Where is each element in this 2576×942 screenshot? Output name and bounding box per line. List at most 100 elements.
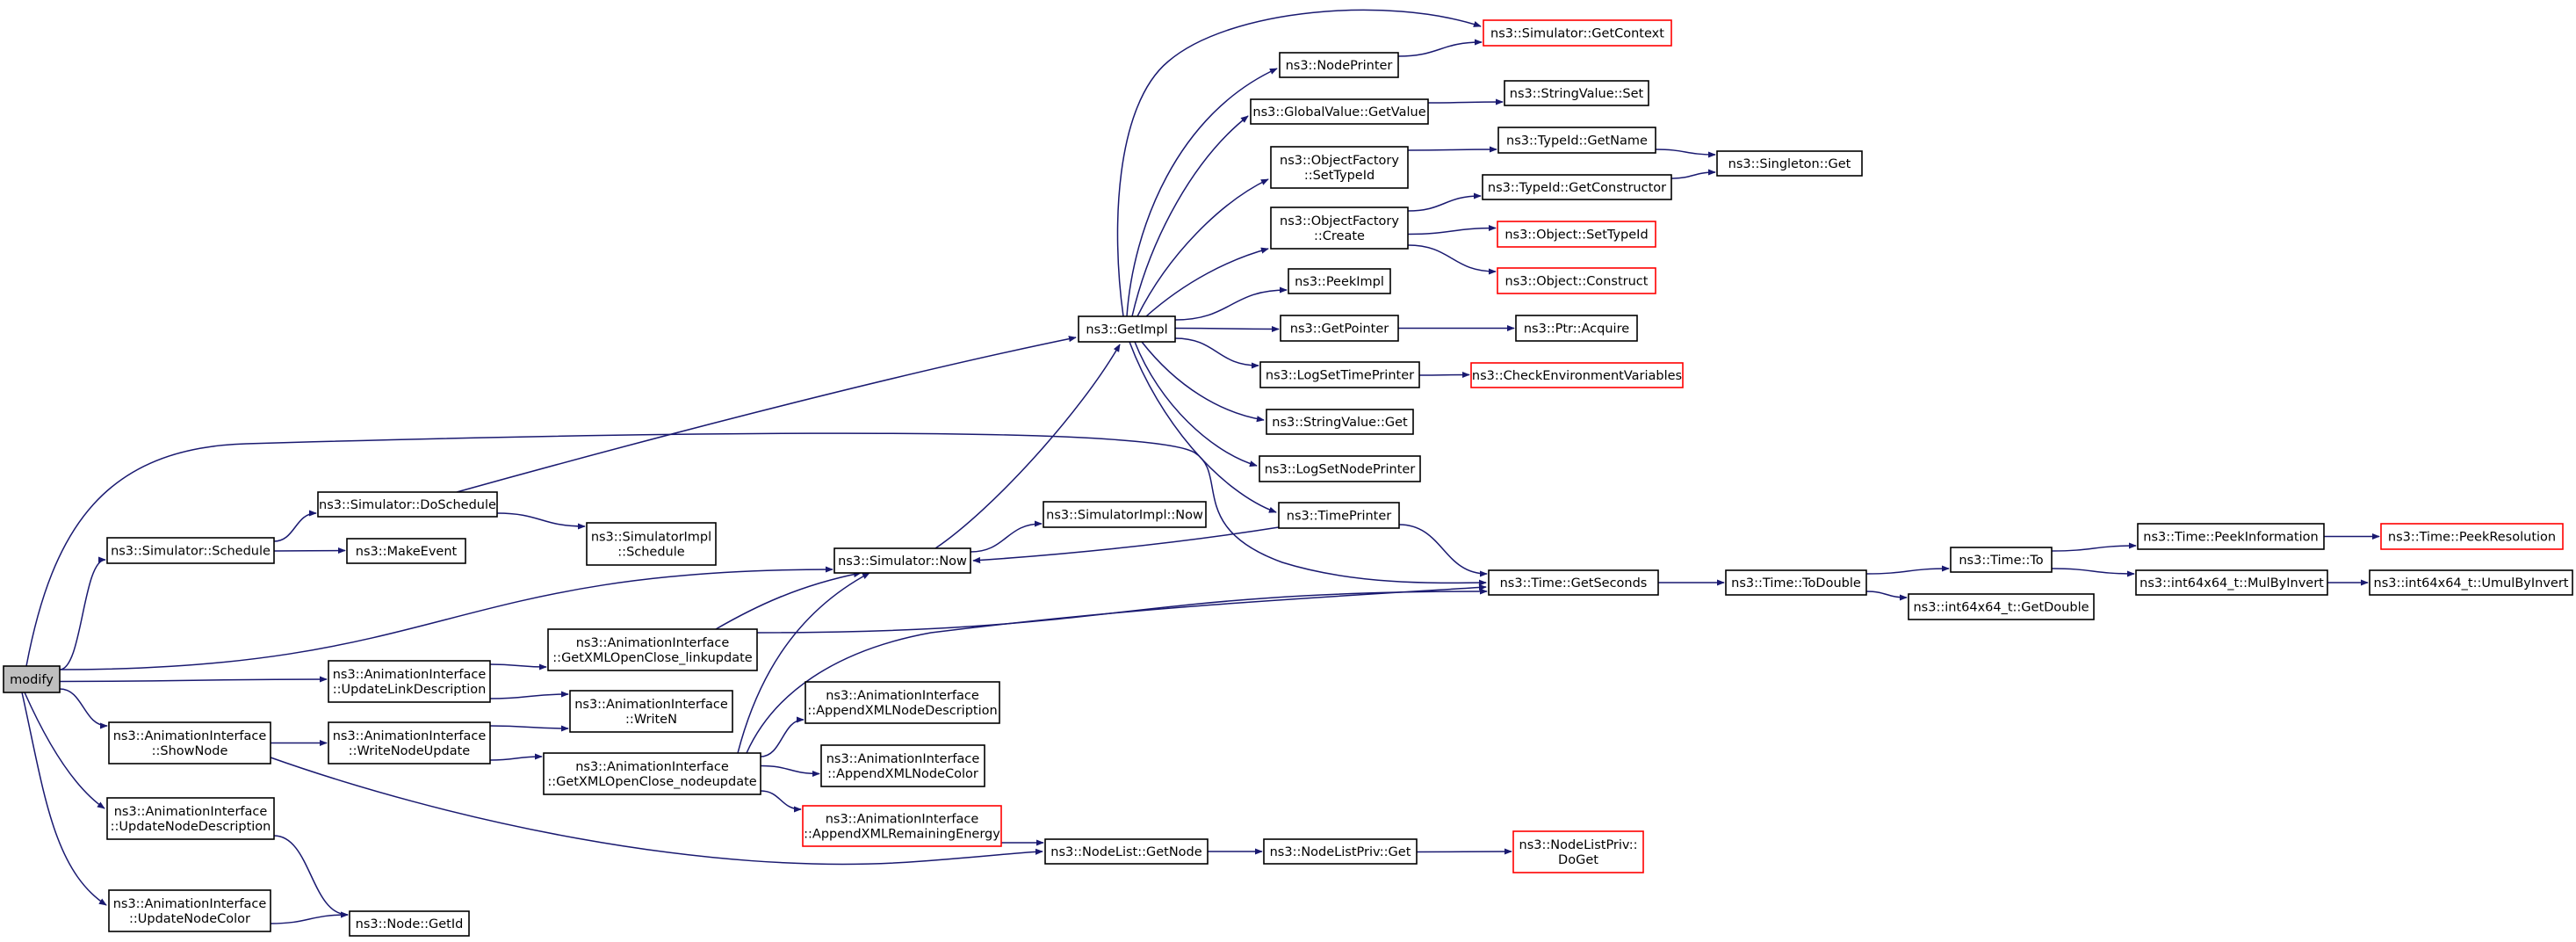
- node-time_todouble[interactable]: ns3::Time::ToDouble: [1725, 569, 1867, 596]
- node-ai_getxml_nodeupdate[interactable]: ns3::AnimationInterface::GetXMLOpenClose…: [543, 752, 761, 795]
- node-peekimpl[interactable]: ns3::PeekImpl: [1288, 268, 1391, 294]
- edge-modify-to-sim_schedule: [59, 556, 106, 670]
- node-typeid_getname[interactable]: ns3::TypeId::GetName: [1497, 127, 1656, 154]
- node-node_getid[interactable]: ns3::Node::GetId: [349, 910, 470, 937]
- node-stringvalue_set[interactable]: ns3::StringValue::Set: [1504, 80, 1649, 106]
- edge-typeid_getname-to-singleton_get: [1655, 149, 1716, 158]
- edge-ai_writenodeupdate-to-ai_writen: [489, 725, 569, 732]
- edge-sim_schedule-to-sim_doschedule: [273, 510, 317, 542]
- node-time_getseconds[interactable]: ns3::Time::GetSeconds: [1488, 569, 1659, 596]
- node-makeevent[interactable]: ns3::MakeEvent: [346, 538, 466, 564]
- node-ai_updatelinkdescription[interactable]: ns3::AnimationInterface::UpdateLinkDescr…: [328, 660, 491, 703]
- node-nodelistpriv_doget[interactable]: ns3::NodeListPriv::DoGet: [1512, 830, 1644, 873]
- node-label: ::WriteN: [625, 713, 677, 727]
- node-label: ::UpdateLinkDescription: [333, 683, 487, 697]
- node-ai_getxml_linkupdate[interactable]: ns3::AnimationInterface::GetXMLOpenClose…: [547, 628, 758, 671]
- node-checkenv[interactable]: ns3::CheckEnvironmentVariables: [1470, 362, 1684, 388]
- node-getpointer[interactable]: ns3::GetPointer: [1280, 315, 1399, 342]
- node-box: [2135, 569, 2328, 596]
- node-box: [106, 797, 275, 840]
- node-box: [108, 721, 271, 764]
- edges-layer: [21, 9, 2380, 924]
- node-int64_mulbyinvert[interactable]: ns3::int64x64_t::MulByInvert: [2135, 569, 2328, 596]
- node-label: ::SetTypeId: [1304, 169, 1375, 183]
- edge-getimpl-to-stringvalue_get: [1141, 341, 1265, 423]
- node-getcontext[interactable]: ns3::Simulator::GetContext: [1483, 19, 1672, 47]
- node-label: ns3::GetPointer: [1290, 322, 1389, 337]
- node-label: ns3::LogSetTimePrinter: [1266, 369, 1414, 383]
- edge-ai_updatelinkdescription-to-ai_getxml_linkupdate: [489, 663, 547, 670]
- node-ai_shownode[interactable]: ns3::AnimationInterface::ShowNode: [108, 721, 271, 764]
- node-simimpl_schedule[interactable]: ns3::SimulatorImpl::Schedule: [586, 522, 717, 566]
- edge-nodelistpriv_get-to-nodelistpriv_doget: [1416, 848, 1512, 855]
- edge-time_todouble-to-int64_getdouble: [1865, 591, 1908, 601]
- node-ai_updatenodecolor[interactable]: ns3::AnimationInterface::UpdateNodeColor: [108, 889, 271, 932]
- edge-getimpl-to-gv_getvalue: [1131, 115, 1249, 317]
- node-label: ::GetXMLOpenClose_nodeupdate: [547, 775, 756, 789]
- node-ai_appendxmlremainingenergy[interactable]: ns3::AnimationInterface::AppendXMLRemain…: [802, 805, 1002, 847]
- node-label: ns3::AnimationInterface: [113, 897, 267, 911]
- edge-modify-to-ai_updatenodedescription: [24, 692, 105, 809]
- node-nodeprinter[interactable]: ns3::NodePrinter: [1279, 52, 1399, 78]
- node-ptr_acquire[interactable]: ns3::Ptr::Acquire: [1515, 315, 1638, 342]
- edge-ai_updatelinkdescription-to-ai_writen: [489, 691, 569, 699]
- edge-ai_shownode-to-nodelist_getnode: [270, 757, 1043, 866]
- node-label: ns3::AnimationInterface: [113, 729, 267, 743]
- node-time_to[interactable]: ns3::Time::To: [1950, 547, 2053, 573]
- node-box: [1488, 569, 1659, 596]
- node-typeid_getconstructor[interactable]: ns3::TypeId::GetConstructor: [1482, 174, 1672, 200]
- edge-modify-to-ai_updatenodecolor: [21, 692, 107, 906]
- edge-sim_now-to-getimpl: [934, 344, 1121, 549]
- edge-getimpl-to-timeprinter: [1129, 341, 1277, 513]
- node-logsetnodeprinter[interactable]: ns3::LogSetNodePrinter: [1259, 455, 1421, 482]
- node-box: [1908, 593, 2095, 620]
- node-box: [1078, 315, 1176, 343]
- node-stringvalue_get[interactable]: ns3::StringValue::Get: [1266, 409, 1414, 435]
- node-ai_appendxmlnodedescription[interactable]: ns3::AnimationInterface::AppendXMLNodeDe…: [805, 681, 1000, 724]
- node-sim_now[interactable]: ns3::Simulator::Now: [833, 547, 971, 574]
- node-label: ns3::AnimationInterface: [575, 760, 729, 774]
- node-box: [1259, 361, 1420, 388]
- node-nodelist_getnode[interactable]: ns3::NodeList::GetNode: [1044, 838, 1209, 865]
- node-sim_schedule[interactable]: ns3::Simulator::Schedule: [106, 537, 275, 564]
- node-logsettimeprinter[interactable]: ns3::LogSetTimePrinter: [1259, 361, 1420, 388]
- edge-ai_updatenodecolor-to-node_getid: [270, 911, 349, 924]
- edge-sim_now-to-simimpl_now: [970, 520, 1043, 553]
- edge-modify-to-ai_updatelinkdescription: [59, 676, 328, 683]
- node-label: ns3::Singleton::Get: [1728, 157, 1851, 171]
- node-box: [820, 744, 985, 787]
- node-label: ns3::Time::PeekResolution: [2388, 531, 2556, 545]
- node-box: [1716, 150, 1863, 177]
- node-object_settypeid[interactable]: ns3::Object::SetTypeId: [1497, 221, 1656, 248]
- node-time_peekresolution[interactable]: ns3::Time::PeekResolution: [2380, 523, 2564, 550]
- edge-ai_getxml_nodeupdate-to-ai_appendxmlnodedescription: [760, 716, 805, 757]
- node-label: ns3::TimePrinter: [1287, 510, 1392, 524]
- node-int64_getdouble[interactable]: ns3::int64x64_t::GetDouble: [1908, 593, 2095, 620]
- node-box: [346, 538, 466, 564]
- node-ai_appendxmlnodecolor[interactable]: ns3::AnimationInterface::AppendXMLNodeCo…: [820, 744, 985, 787]
- edge-ai_writenodeupdate-to-ai_getxml_nodeupdate: [489, 753, 543, 761]
- edge-typeid_getconstructor-to-singleton_get: [1670, 169, 1716, 179]
- node-sim_doschedule[interactable]: ns3::Simulator::DoSchedule: [317, 491, 498, 518]
- node-ai_updatenodedescription[interactable]: ns3::AnimationInterface::UpdateNodeDescr…: [106, 797, 275, 840]
- node-ai_writen[interactable]: ns3::AnimationInterface::WriteN: [569, 690, 733, 733]
- node-object_construct[interactable]: ns3::Object::Construct: [1497, 267, 1656, 294]
- node-box: [1259, 455, 1421, 482]
- node-ai_writenodeupdate[interactable]: ns3::AnimationInterface::WriteNodeUpdate: [328, 721, 491, 764]
- node-singleton_get[interactable]: ns3::Singleton::Get: [1716, 150, 1863, 177]
- node-gv_getvalue[interactable]: ns3::GlobalValue::GetValue: [1250, 98, 1429, 125]
- node-box: [3, 665, 61, 693]
- node-label: ::UpdateNodeColor: [129, 912, 250, 926]
- node-box: [317, 491, 498, 518]
- node-simimpl_now[interactable]: ns3::SimulatorImpl::Now: [1043, 501, 1207, 528]
- node-of_create[interactable]: ns3::ObjectFactory::Create: [1270, 207, 1409, 250]
- node-nodelistpriv_get[interactable]: ns3::NodeListPriv::Get: [1263, 838, 1418, 865]
- edge-getimpl-to-peekimpl: [1174, 286, 1288, 321]
- node-of_settypeid[interactable]: ns3::ObjectFactory::SetTypeId: [1270, 146, 1409, 189]
- node-timeprinter[interactable]: ns3::TimePrinter: [1278, 502, 1400, 529]
- node-time_peekinformation[interactable]: ns3::Time::PeekInformation: [2137, 523, 2325, 550]
- edge-gv_getvalue-to-stringvalue_set: [1427, 98, 1504, 105]
- node-label: ns3::AnimationInterface: [826, 752, 980, 766]
- node-int64_umulbyinvert[interactable]: ns3::int64x64_t::UmulByInvert: [2369, 569, 2573, 596]
- node-getimpl[interactable]: ns3::GetImpl: [1078, 315, 1176, 343]
